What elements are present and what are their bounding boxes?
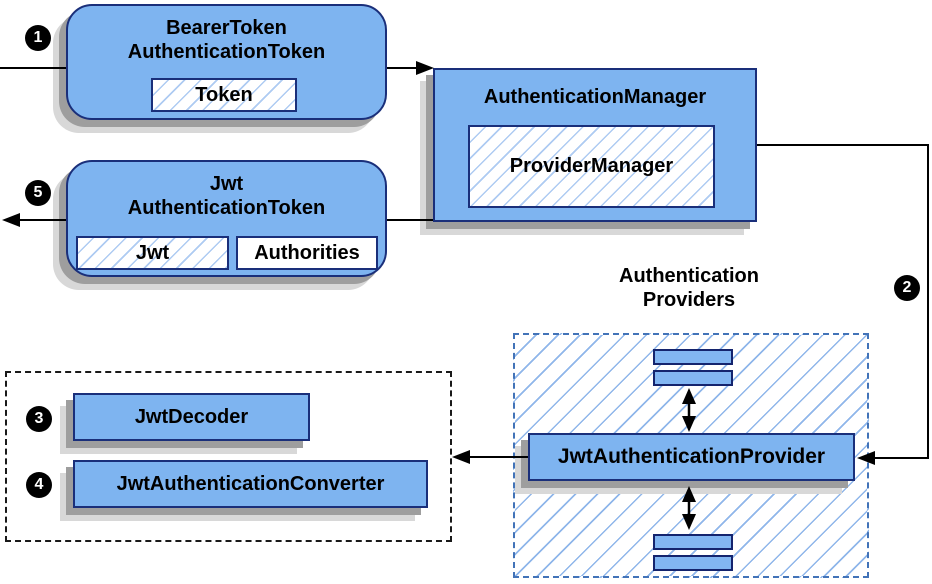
step-badge-4: 4 bbox=[26, 472, 52, 498]
jwt-chip: Jwt bbox=[76, 236, 229, 270]
authentication-manager-title: AuthenticationManager bbox=[483, 86, 707, 108]
authentication-providers-label-line2: Providers bbox=[642, 289, 736, 311]
provider-manager-chip: ProviderManager bbox=[468, 125, 715, 208]
token-chip: Token bbox=[151, 78, 297, 112]
arrow-outgoing-authentication bbox=[2, 213, 66, 227]
jwt-authentication-converter-title: JwtAuthenticationConverter bbox=[116, 472, 385, 495]
step-badge-2: 2 bbox=[894, 275, 920, 301]
provider-list-bar bbox=[653, 370, 733, 386]
jwt-token-title-line2: AuthenticationToken bbox=[127, 197, 326, 219]
jwt-authentication-converter-node: JwtAuthenticationConverter bbox=[73, 460, 428, 508]
authentication-manager-node: AuthenticationManager ProviderManager bbox=[433, 68, 757, 222]
bearer-token-authentication-token-node: BearerToken AuthenticationToken Token bbox=[66, 4, 387, 120]
authentication-providers-label: Authentication Providers bbox=[564, 264, 814, 312]
provider-list-bar bbox=[653, 534, 733, 550]
bearer-token-node-title: BearerToken AuthenticationToken bbox=[68, 16, 385, 64]
token-chip-label: Token bbox=[195, 83, 253, 106]
bearer-token-title-line2: AuthenticationToken bbox=[127, 41, 326, 63]
provider-list-bar bbox=[653, 349, 733, 365]
step-badge-1: 1 bbox=[25, 25, 51, 51]
authorities-chip-label: Authorities bbox=[254, 241, 360, 264]
jwt-token-node-title: Jwt AuthenticationToken bbox=[68, 172, 385, 220]
jwt-chip-label: Jwt bbox=[135, 241, 170, 264]
jwt-authentication-provider-title: JwtAuthenticationProvider bbox=[557, 445, 826, 468]
jwt-token-title-line1: Jwt bbox=[209, 173, 244, 195]
jwt-decoder-title: JwtDecoder bbox=[134, 405, 249, 428]
jwt-authentication-provider-node: JwtAuthenticationProvider bbox=[528, 433, 855, 481]
jwt-authentication-token-node: Jwt AuthenticationToken Jwt Authorities bbox=[66, 160, 387, 277]
bearer-token-title-line1: BearerToken bbox=[166, 17, 287, 39]
jwt-decoder-node: JwtDecoder bbox=[73, 393, 310, 441]
authentication-providers-label-line1: Authentication bbox=[619, 265, 759, 287]
provider-manager-chip-label: ProviderManager bbox=[509, 155, 674, 177]
arrow-bearertoken-to-manager bbox=[387, 61, 434, 75]
provider-list-bar bbox=[653, 555, 733, 571]
step-badge-5: 5 bbox=[25, 180, 51, 206]
step-badge-3: 3 bbox=[26, 406, 52, 432]
authorities-chip: Authorities bbox=[236, 236, 378, 270]
